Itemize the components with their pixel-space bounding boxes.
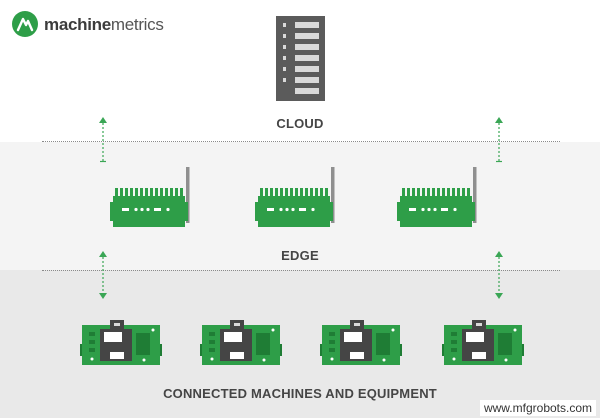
machinemetrics-logo: machinemetrics: [12, 11, 164, 37]
cloud-label: CLOUD: [276, 116, 324, 131]
logo-word-bold: machine: [44, 14, 111, 34]
double-arrow-icon: [99, 251, 107, 299]
gateway-icon: [110, 167, 190, 227]
circuit-board-icon: [80, 320, 162, 365]
gateway-icon: [397, 167, 477, 227]
double-arrow-icon: [99, 117, 107, 163]
double-arrow-icon: [495, 251, 503, 299]
edge-machines-divider: [42, 270, 560, 271]
circuit-board-icon: [320, 320, 402, 365]
machines-label: CONNECTED MACHINES AND EQUIPMENT: [163, 386, 437, 401]
watermark: www.mfgrobots.com: [479, 400, 596, 416]
edge-label: EDGE: [281, 248, 319, 263]
logo-word-light: metrics: [110, 14, 164, 34]
machinemetrics-logo-icon: [12, 11, 38, 37]
circuit-board-icon: [200, 320, 282, 365]
double-arrow-icon: [495, 117, 503, 163]
gateway-icon: [255, 167, 335, 227]
logo-wordmark: machinemetrics: [44, 16, 164, 33]
cloud-edge-divider: [42, 141, 560, 142]
building-icon: [276, 16, 325, 101]
circuit-board-icon: [442, 320, 524, 365]
